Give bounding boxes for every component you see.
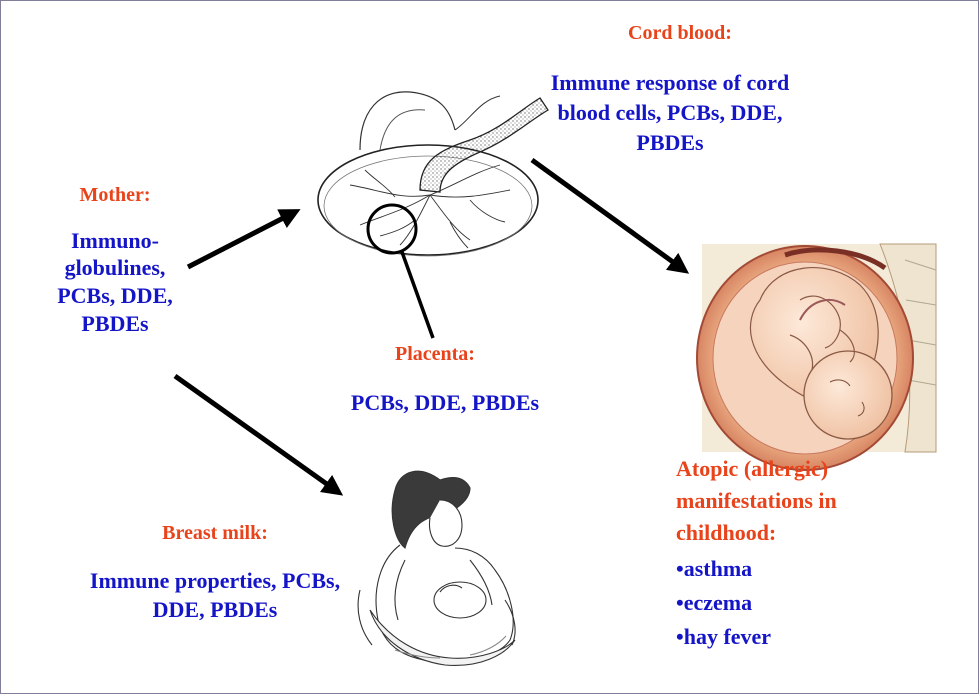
breast-milk-line-1: Immune properties, PCBs, (50, 568, 380, 594)
mother-line-1: Immuno- (30, 228, 200, 254)
mother-line-2: globulines, (30, 255, 200, 281)
cord-blood-heading: Cord blood: (560, 22, 800, 46)
placenta-heading: Placenta: (360, 343, 510, 367)
mother-line-3: PCBs, DDE, (30, 283, 200, 309)
arrow-mother-to-placenta (188, 212, 295, 267)
placenta-body: PCBs, DDE, PBDEs (320, 390, 570, 416)
mother-line-4: PBDEs (30, 311, 200, 337)
arrow-cord-to-child (532, 160, 684, 270)
breastfeeding-mother-illustration (358, 471, 515, 665)
atopic-item-asthma: •asthma (676, 556, 926, 582)
placenta-callout-line (402, 252, 433, 338)
atopic-line-1: Atopic (allergic) (676, 456, 926, 482)
atopic-item-hay-fever: •hay fever (676, 624, 926, 650)
cord-blood-line-2: blood cells, PCBs, DDE, (500, 100, 840, 126)
cord-blood-line-1: Immune response of cord (500, 70, 840, 96)
breast-milk-heading: Breast milk: (140, 522, 290, 546)
mother-heading: Mother: (45, 184, 185, 208)
atopic-line-3: childhood: (676, 520, 926, 546)
arrow-mother-to-breastmilk (175, 376, 338, 492)
cord-blood-line-3: PBDEs (500, 130, 840, 156)
breast-milk-line-2: DDE, PBDEs (50, 597, 380, 623)
atopic-line-2: manifestations in (676, 488, 926, 514)
atopic-item-eczema: •eczema (676, 590, 926, 616)
fetus-in-womb-illustration (697, 244, 936, 470)
